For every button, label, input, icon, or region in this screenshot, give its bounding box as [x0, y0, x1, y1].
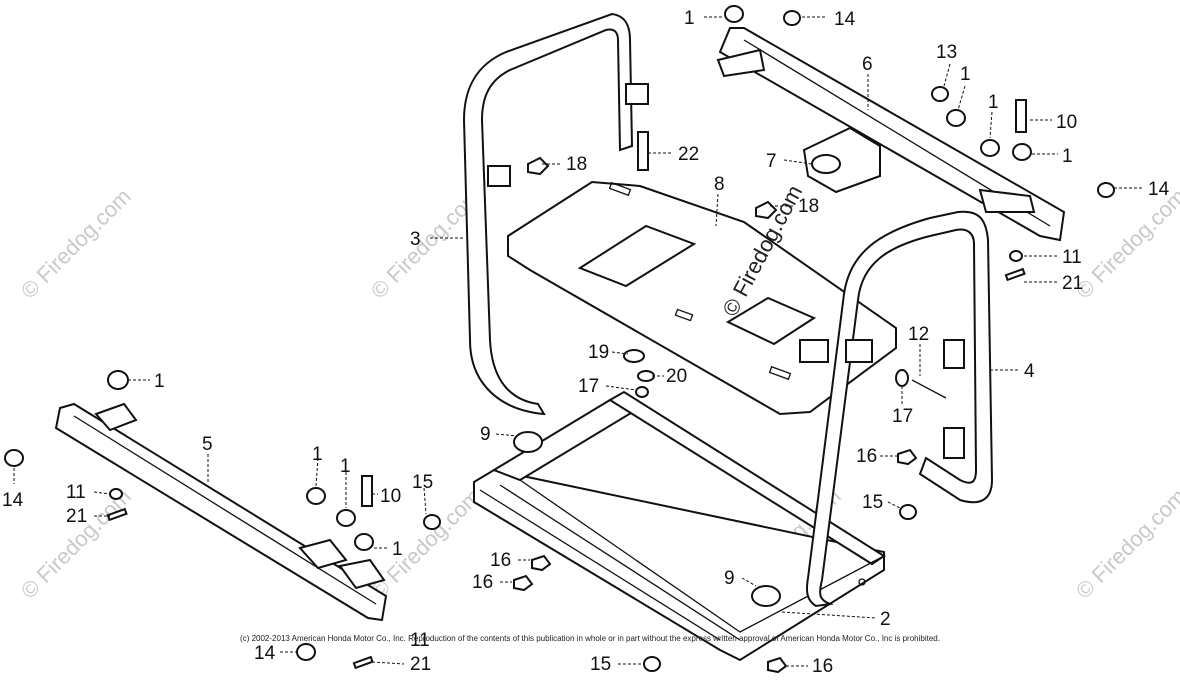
- part-callout-20: 20: [666, 366, 687, 387]
- part-callout-12: 12: [908, 324, 929, 345]
- part-callout-16: 16: [856, 446, 877, 467]
- part-callout-14: 14: [2, 490, 24, 511]
- part-callout-9: 9: [724, 568, 735, 589]
- part-callout-1: 1: [1062, 146, 1073, 167]
- part-callout-11: 11: [1062, 247, 1082, 268]
- part-callout-2: 2: [880, 609, 891, 630]
- part-callout-1: 1: [392, 539, 403, 560]
- part-callout-18: 18: [798, 196, 819, 217]
- part-callout-8: 8: [714, 174, 725, 195]
- leader-lines: [13, 16, 1142, 667]
- part-callout-17: 17: [578, 376, 599, 397]
- callout-labels: 1 14 13 1 6 1 10 1 14 22 18 7 8 18 3 11 …: [2, 8, 1170, 677]
- copyright-notice: (c) 2002-2013 American Honda Motor Co., …: [240, 634, 940, 643]
- watermark-text: © Firedog.com: [1071, 484, 1180, 604]
- part-callout-1: 1: [340, 456, 351, 477]
- fasteners: [4, 5, 1115, 674]
- part-callout-14: 14: [834, 9, 856, 30]
- part-callout-11: 11: [410, 630, 430, 651]
- part-callout-5: 5: [202, 434, 213, 455]
- upper-rail: [716, 27, 1066, 242]
- part-callout-10: 10: [380, 486, 401, 507]
- part-callout-15: 15: [590, 654, 611, 675]
- part-callout-4: 4: [1024, 361, 1035, 382]
- part-callout-14: 14: [254, 643, 276, 664]
- part-callout-19: 19: [588, 342, 609, 363]
- part-callout-1: 1: [312, 444, 323, 465]
- right-roll-bar: [799, 210, 994, 608]
- part-callout-21: 21: [410, 654, 431, 675]
- part-callout-15: 15: [862, 492, 883, 513]
- watermark-text: © Firedog.com: [16, 184, 136, 304]
- part-callout-1: 1: [154, 371, 165, 392]
- watermark-text: © Firedog.com: [1071, 184, 1180, 304]
- part-callout-6: 6: [862, 54, 873, 75]
- part-callout-14: 14: [1148, 179, 1170, 200]
- part-callout-15: 15: [412, 472, 433, 493]
- part-callout-1: 1: [988, 92, 999, 113]
- part-callout-16: 16: [472, 572, 493, 593]
- part-callout-18: 18: [566, 154, 587, 175]
- part-callout-22: 22: [678, 144, 699, 165]
- part-callout-7: 7: [766, 151, 777, 172]
- part-callout-16: 16: [490, 550, 511, 571]
- part-callout-9: 9: [480, 424, 491, 445]
- part-callout-13: 13: [936, 42, 957, 63]
- part-callout-11: 11: [66, 482, 86, 503]
- part-callout-10: 10: [1056, 112, 1077, 133]
- part-callout-16: 16: [812, 656, 833, 677]
- frame-drawing: 1 14 13 1 6 1 10 1 14 22 18 7 8 18 3 11 …: [2, 5, 1170, 677]
- part-callout-1: 1: [960, 64, 971, 85]
- part-callout-17: 17: [892, 406, 913, 427]
- part-callout-3: 3: [410, 229, 421, 250]
- part-callout-21: 21: [1062, 273, 1083, 294]
- left-roll-bar: [462, 12, 649, 416]
- part-callout-1: 1: [684, 8, 695, 29]
- mount-bracket: [802, 126, 881, 194]
- part-callout-21: 21: [66, 506, 87, 527]
- lower-rail: [54, 402, 388, 622]
